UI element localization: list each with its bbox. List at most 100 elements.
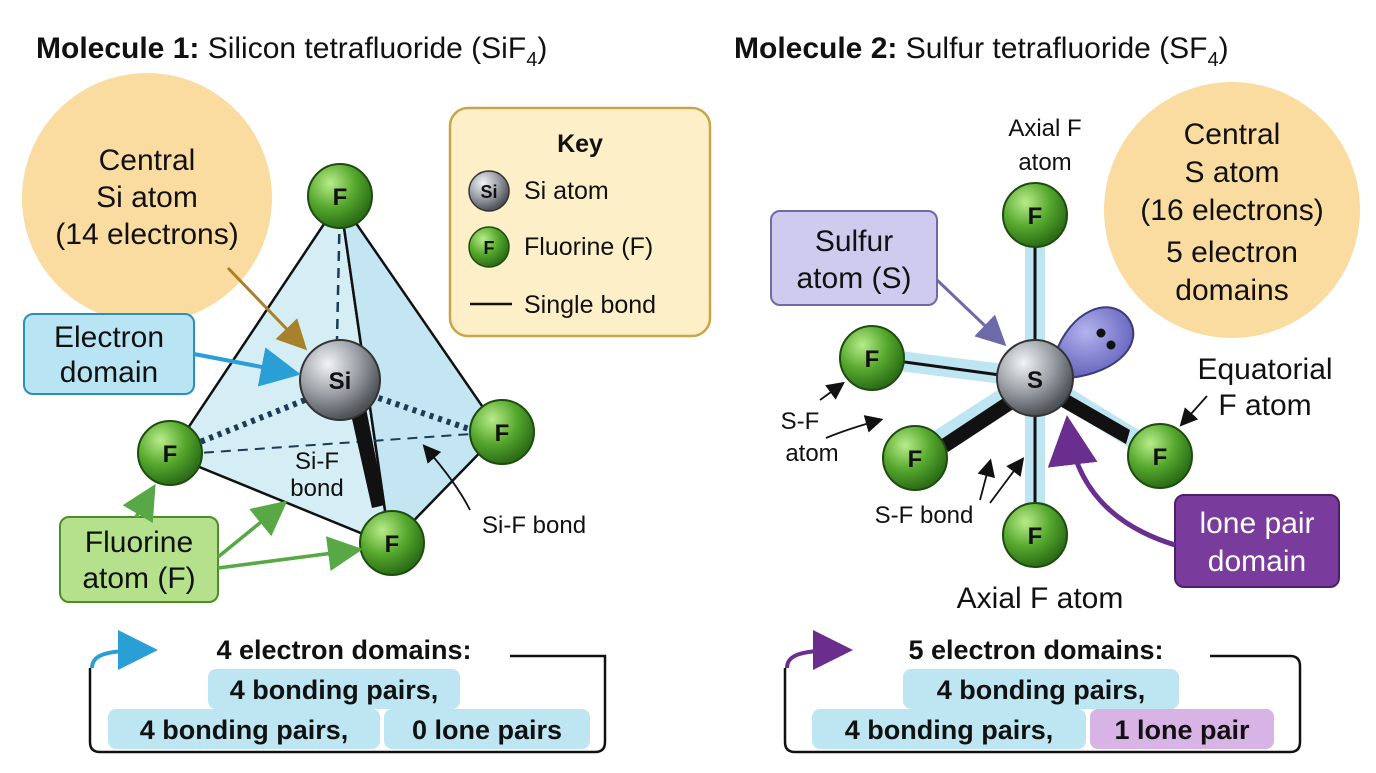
summary2-row2a: 4 bonding pairs, (845, 715, 1054, 745)
svg-text:F: F (333, 184, 348, 211)
svg-text:F: F (1028, 523, 1043, 550)
central-si-bubble (22, 73, 272, 323)
sf-bond-label: S-F bond (875, 502, 974, 529)
f-atom-axial-top: F (1002, 182, 1068, 248)
sulfur-atom-box (770, 210, 938, 306)
key-si-symbol: Si (480, 182, 497, 202)
inner-bond-label-1: Si-F (295, 448, 339, 475)
tetrahedron-back-edge (169, 431, 501, 456)
lone-pair-box (1174, 494, 1340, 588)
inner-bond-label-2: bond (290, 475, 343, 502)
electron-domain-arrow (193, 347, 301, 387)
summary1-arrow (90, 630, 158, 671)
central-si-line1: Central (99, 144, 196, 177)
svg-text:F: F (1028, 203, 1043, 230)
fluorine-arrow-3 (217, 536, 363, 571)
svg-text:F: F (495, 420, 510, 447)
axial-top-label-2: atom (1018, 149, 1071, 176)
sf-atom-arrow-1 (819, 381, 845, 401)
summary2-row1: 4 bonding pairs, (937, 675, 1146, 705)
svg-text:F: F (163, 441, 178, 468)
central-si-line3: (14 electrons) (55, 218, 238, 251)
sf-bond-arrow-1 (977, 458, 996, 501)
key-f-symbol: F (484, 238, 495, 258)
fluorine-atom-line2: atom (F) (82, 562, 195, 595)
sulfur-atom-line2: atom (S) (796, 262, 911, 295)
f-atom-left-lower: F (882, 425, 948, 491)
electron-domain-line2: domain (60, 356, 158, 389)
central-s-line4: 5 electron (1166, 236, 1298, 269)
summary2-heading: 5 electron domains: (908, 635, 1163, 665)
electron-domain-line1: Electron (54, 321, 164, 354)
key-title: Key (557, 130, 603, 158)
svg-text:F: F (865, 346, 880, 373)
molecule2-title: Molecule 2: Sulfur tetrafluoride (SF4) (734, 32, 1229, 71)
sf-atom-arrow-2 (825, 415, 884, 439)
svg-text:F: F (385, 531, 400, 558)
fluorine-atom-line1: Fluorine (85, 526, 193, 559)
summary1-heading: 4 electron domains: (216, 635, 471, 665)
sf-bond-arrow-2 (989, 457, 1025, 504)
outer-bond-arrow (422, 444, 471, 511)
sf-atom-label-1: S-F (781, 408, 820, 435)
fluorine-arrow-1 (122, 483, 156, 524)
summary1-row2b: 0 lone pairs (412, 715, 562, 745)
svg-text:S: S (1027, 367, 1043, 394)
key-f-label: Fluorine (F) (524, 233, 653, 261)
f-atom-bottom: F (359, 510, 425, 576)
summary1-row1: 4 bonding pairs, (230, 675, 439, 705)
outer-bond-label: Si-F bond (482, 512, 586, 539)
key-box (448, 106, 712, 338)
si-central-atom: Si (299, 339, 381, 421)
equatorial-label-1: Equatorial (1197, 353, 1332, 386)
sulfur-atom-arrow (935, 278, 1007, 347)
f-atom-left-upper: F (839, 325, 905, 391)
summary2-row2b-highlight (1090, 709, 1274, 749)
svg-text:F: F (908, 446, 923, 473)
key-f-icon (468, 226, 510, 268)
equatorial-label-2: F atom (1218, 389, 1311, 422)
summary1-row2a: 4 bonding pairs, (140, 715, 349, 745)
svg-text:Si: Si (329, 368, 352, 395)
si-f-bond-left (198, 397, 307, 445)
f-atom-axial-bottom: F (1002, 502, 1068, 568)
central-s-line3: (16 electrons) (1140, 194, 1323, 227)
axial-bottom-label: Axial F atom (957, 582, 1124, 615)
central-si-arrow (226, 266, 308, 351)
lone-pair-line2: domain (1208, 545, 1306, 578)
svg-text:F: F (1153, 444, 1168, 471)
f-atom-left: F (137, 420, 203, 486)
lone-pair-lobe (1053, 306, 1135, 380)
key-si-label: Si atom (524, 177, 609, 205)
summary2-frame (783, 654, 1302, 754)
f-atom-top: F (307, 163, 373, 229)
s-f-bond-wedge-left (940, 395, 1015, 452)
central-s-bubble (1104, 82, 1360, 338)
s-central-atom: S (996, 339, 1074, 417)
key-bond-label: Single bond (524, 291, 656, 319)
f-atom-equatorial-right: F (1127, 423, 1193, 489)
key-si-icon (468, 170, 510, 212)
sf-atom-label-2: atom (785, 440, 838, 467)
central-s-line5: domains (1175, 274, 1288, 307)
equatorial-arrow (1179, 395, 1208, 427)
summary1-row2b-highlight (384, 709, 590, 749)
summary2-row2b: 1 lone pair (1114, 715, 1250, 745)
summary2-row1-highlight (903, 669, 1179, 709)
summary2-arrow (785, 630, 853, 671)
central-s-line1: Central (1184, 118, 1281, 151)
f-atom-right: F (469, 399, 535, 465)
lone-pair-arrow (1047, 415, 1176, 548)
summary1-row2a-highlight (108, 709, 380, 749)
summary1-frame (88, 654, 607, 754)
lone-pair-line1: lone pair (1199, 507, 1314, 540)
si-f-bond-wedge (350, 408, 385, 508)
summary2-row2a-highlight (812, 709, 1086, 749)
axial-top-label-1: Axial F (1008, 115, 1081, 142)
central-s-line2: S atom (1184, 156, 1279, 189)
molecule1-title: Molecule 1: Silicon tetrafluoride (SiF4) (36, 32, 547, 71)
fluorine-arrow-2 (216, 500, 288, 559)
summary1-row1-highlight (208, 669, 460, 709)
